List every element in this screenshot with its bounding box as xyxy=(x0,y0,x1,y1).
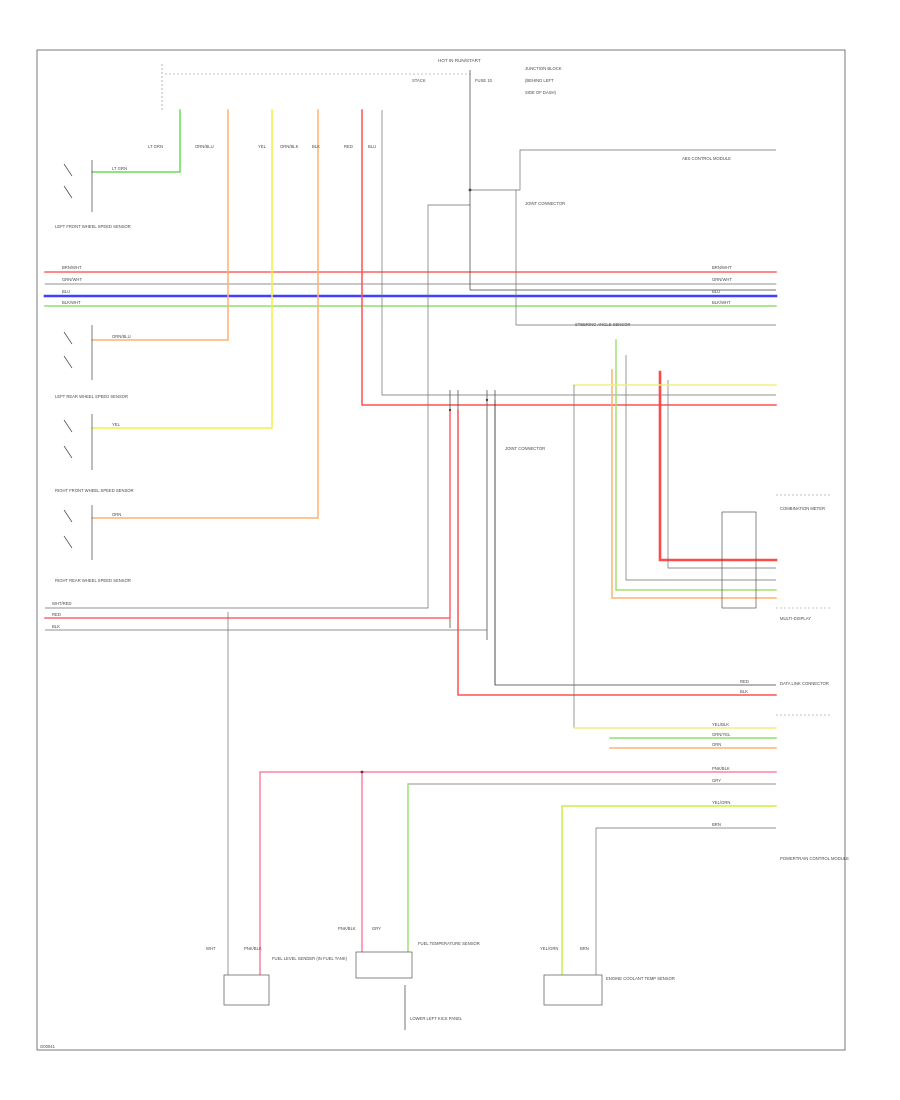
label-pcm: POWERTRAIN CONTROL MODULE xyxy=(780,856,849,861)
tag-brn: BRN xyxy=(712,822,721,827)
fuel-level-sender-box xyxy=(223,974,270,1006)
wire-red-dlc xyxy=(457,409,777,696)
tag-pnk-fuel: PNK/BLK xyxy=(244,946,262,951)
wire-gray-meter-1 xyxy=(625,355,776,581)
tag-orn-blk: ORN/BLK xyxy=(280,144,299,149)
tag-blk-wht-l: BLK/WHT xyxy=(62,300,81,305)
junction-dot-4 xyxy=(485,398,489,402)
tag-blu: BLU xyxy=(368,144,376,149)
meter-connector-box xyxy=(721,511,757,609)
label-ect: ENGINE COOLANT TEMP SENSOR xyxy=(606,976,675,981)
tag-brn-wht-l: BRN/WHT xyxy=(62,265,82,270)
label-side-of-dash: SIDE OF DASH) xyxy=(525,90,557,95)
tag-red: RED xyxy=(344,144,353,149)
label-multi-display: MULTI-DISPLAY xyxy=(780,616,811,621)
label-combination-meter: COMBINATION METER xyxy=(780,506,825,511)
wire-fuse-feed xyxy=(469,70,776,291)
tag-yel-grn: YEL/GRN xyxy=(712,800,730,805)
label-junction-block: JUNCTION BLOCK xyxy=(525,66,562,71)
tag-gry: GRY xyxy=(712,778,721,783)
wire-pink-fuel xyxy=(259,771,777,976)
right-rear-sensor-symbol xyxy=(63,505,93,560)
wire-yel xyxy=(91,109,273,429)
label-right-front-sensor: RIGHT FRONT WHEEL SPEED SENSOR xyxy=(55,488,134,493)
wire-orange-meter xyxy=(611,369,777,599)
tag-blk-wht-r: BLK/WHT xyxy=(712,300,731,305)
wire-gray-lower-1 xyxy=(45,204,470,609)
tag-blk-dlc: BLK xyxy=(740,689,748,694)
tag-orn-rr: ORN xyxy=(112,512,121,517)
label-left-rear-sensor: LEFT REAR WHEEL SPEED SENSOR xyxy=(55,394,128,399)
wire-gray-pcm xyxy=(573,385,776,729)
tag-brn-wht-r: BRN/WHT xyxy=(712,265,732,270)
wire-dark-dlc xyxy=(494,400,776,686)
tag-yel-grn-ect: YEL/GRN xyxy=(540,946,558,951)
tag-gry-temp: GRY xyxy=(372,926,381,931)
tag-blk: BLK xyxy=(312,144,320,149)
label-abs-module: ABS CONTROL MODULE xyxy=(682,156,731,161)
wire-gray-meter-2 xyxy=(667,380,776,569)
label-dlc: DATA LINK CONNECTOR xyxy=(780,681,829,686)
label-left-front-sensor: LEFT FRONT WHEEL SPEED SENSOR xyxy=(55,224,131,229)
wire-orn-right-rear xyxy=(91,109,319,519)
label-right-rear-sensor: RIGHT REAR WHEEL SPEED SENSOR xyxy=(55,578,131,583)
label-fuel-temp: FUEL TEMPERATURE SENSOR xyxy=(418,941,480,946)
wire-gray-a xyxy=(381,110,776,396)
tag-grn-wht-r: GRN/WHT xyxy=(712,277,732,282)
tag-pnk-temp: PNK/BLK xyxy=(338,926,356,931)
tag-blu-r: BLU xyxy=(712,289,720,294)
tag-brn-ect: BRN xyxy=(580,946,589,951)
label-joint-connector-top: JOINT CONNECTOR xyxy=(525,201,565,206)
tag-yel-rf: YEL xyxy=(112,422,121,427)
tag-blu-l: BLU xyxy=(62,289,70,294)
wire-red-main xyxy=(361,109,777,406)
right-front-sensor-symbol xyxy=(63,414,93,470)
footer-code: G00041 xyxy=(40,1044,56,1049)
tag-grn-yel-pcm: GRN/YEL xyxy=(712,732,731,737)
label-stack: STACK xyxy=(412,78,426,83)
tag-wht-fuel: WHT xyxy=(206,946,216,951)
wire-lt-grn xyxy=(91,109,181,173)
ect-sensor-box xyxy=(543,974,603,1006)
junction-dot-3 xyxy=(448,408,452,412)
wire-gray-ect xyxy=(595,827,776,975)
tag-lt-grn: LT GRN xyxy=(148,144,163,149)
junction-dot-1 xyxy=(468,188,472,192)
tag-yel-blk-pcm: YEL/BLK xyxy=(712,722,729,727)
tag-red-dlc: RED xyxy=(740,679,749,684)
tag-blk-lower: BLK xyxy=(52,624,60,629)
label-fuse: FUSE 10 xyxy=(475,78,493,83)
tag-orn-blu-lr: ORN/BLU xyxy=(112,334,131,339)
wire-red-meter xyxy=(658,370,778,562)
tag-red-lower: RED xyxy=(52,612,61,617)
tag-pnk-blk: PNK/BLK xyxy=(712,766,730,771)
label-fuel-level: FUEL LEVEL SENDER (IN FUEL TANK) xyxy=(272,956,348,961)
left-front-sensor-symbol xyxy=(63,160,93,212)
left-rear-sensor-symbol xyxy=(63,325,93,380)
wire-orn-left-rear xyxy=(91,109,229,341)
wire-yelgrn-ect xyxy=(561,805,777,976)
wire-red-lower xyxy=(44,409,451,619)
label-top-fuse: HOT IN RUN/START xyxy=(438,58,481,63)
diagram-frame xyxy=(36,49,846,1051)
tag-orn-blu: ORN/BLU xyxy=(195,144,214,149)
label-steering-angle: STEERING ANGLE SENSOR xyxy=(575,322,630,327)
wire-gray-lower-2 xyxy=(45,400,488,631)
tag-lt-grn-lf: LT GRN xyxy=(112,166,127,171)
tag-orn-pcm: ORN xyxy=(712,742,721,747)
tag-yel: YEL xyxy=(258,144,267,149)
tag-grn-wht-l: GRN/WHT xyxy=(62,277,82,282)
junction-dot-2 xyxy=(360,770,364,774)
label-ground: LOWER LEFT KICK PANEL xyxy=(410,1016,463,1021)
tag-wht-red-lower: WHT/RED xyxy=(52,601,72,606)
label-joint-connector-mid: JOINT CONNECTOR xyxy=(505,446,545,451)
label-behind-left: (BEHIND LEFT xyxy=(525,78,554,83)
wire-green-meter xyxy=(615,339,777,591)
fuel-temp-sensor-box xyxy=(355,951,413,979)
wire-abs-lower xyxy=(515,190,776,326)
